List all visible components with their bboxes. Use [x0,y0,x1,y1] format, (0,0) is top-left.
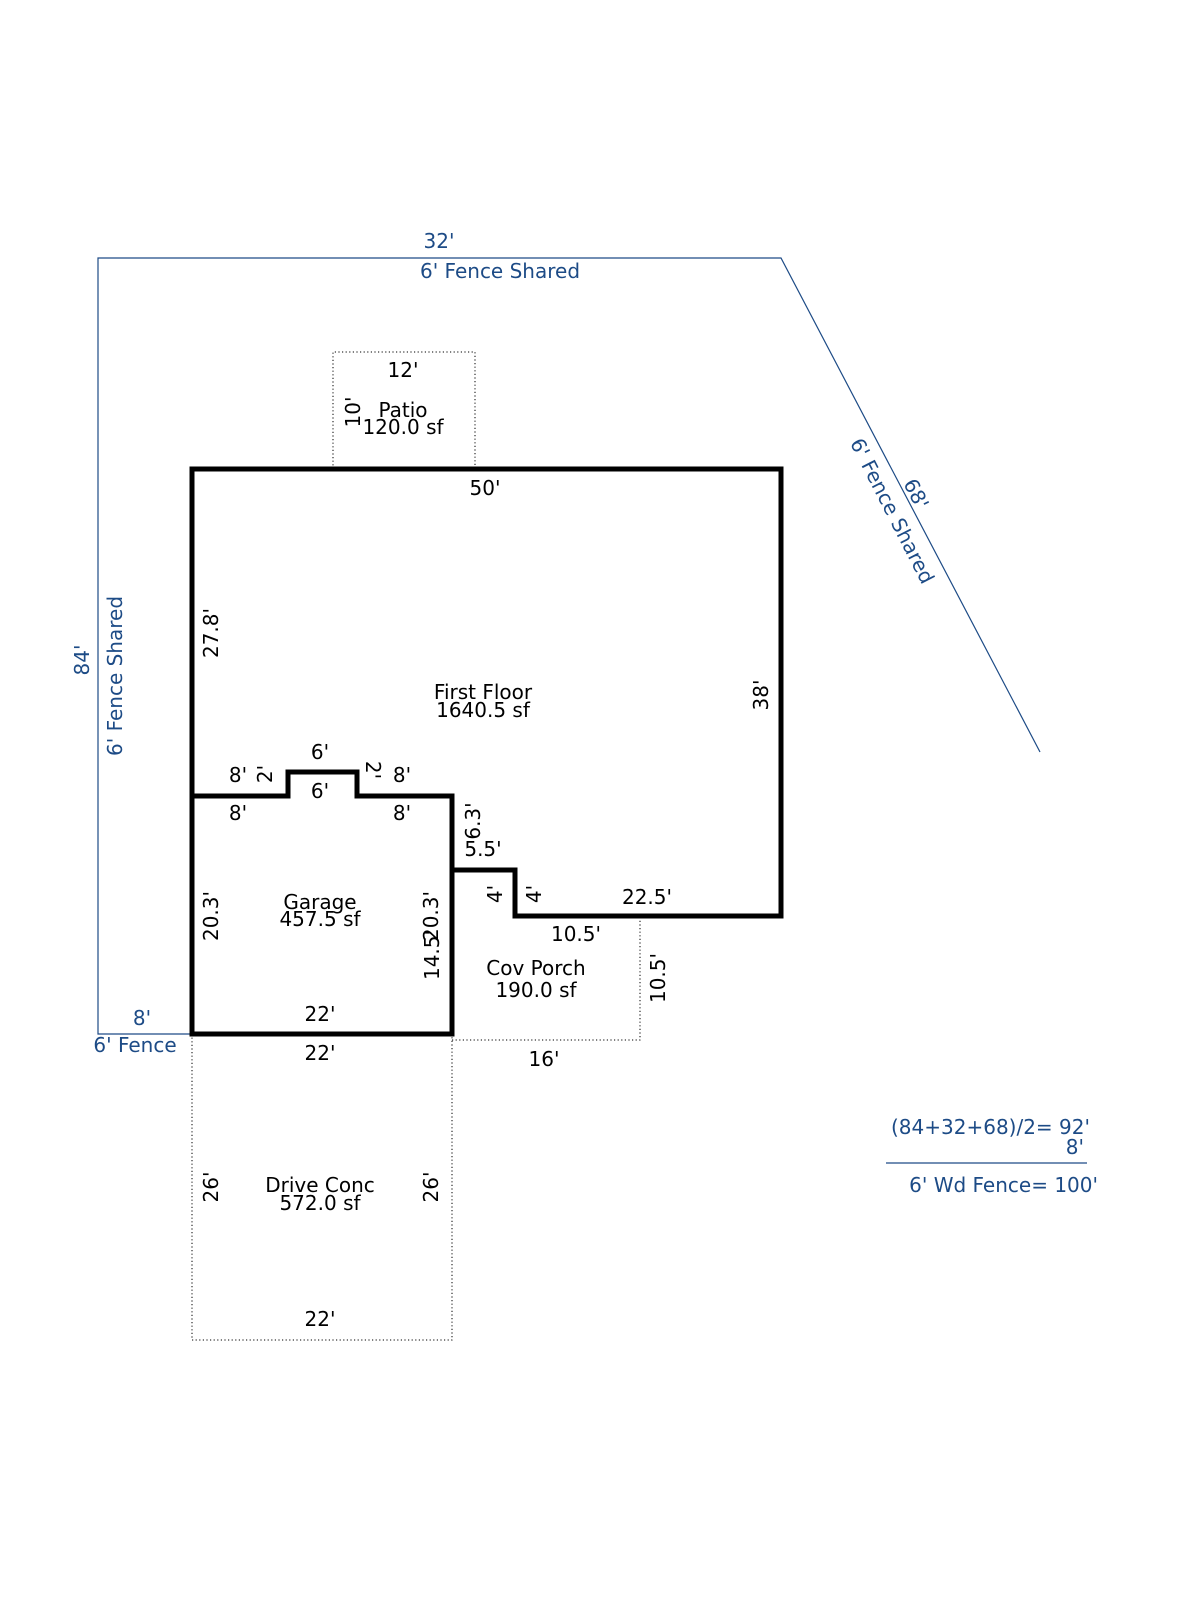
drive-area: 572.0 sf [279,1191,361,1215]
garage-wall [189,793,455,1037]
notch-right-rise: 2' [361,761,385,779]
drive-top: 22' [305,1041,336,1065]
first-floor-area: 1640.5 sf [436,698,531,722]
step-run: 5.5' [464,837,501,861]
patio-width: 12' [388,358,419,382]
patio-area: 120.0 sf [362,415,444,439]
step-rise-right: 4' [522,885,546,903]
garage-right: 20.3' [419,891,443,941]
porch-left: 14.5' [420,930,444,980]
porch-right: 10.5' [646,953,670,1003]
first-floor-top: 50' [470,476,501,500]
fence-diagonal-label: 6' Fence Shared [845,434,939,587]
porch-area: 190.0 sf [495,978,577,1002]
fence-bottom-label: 6' Fence [93,1033,176,1057]
garage-top-right: 8' [393,801,411,825]
porch-bottom: 16' [529,1047,560,1071]
calc-line-3: 6' Wd Fence= 100' [909,1173,1098,1197]
garage-top-mid: 6' [311,779,329,803]
patio-outline [332,351,476,469]
fence-top-length: 32' [424,229,455,253]
first-floor-right: 38' [749,680,773,711]
drive-name: Drive Conc [265,1173,375,1197]
notch-right-run: 8' [393,763,411,787]
fence-left-label: 6' Fence Shared [103,596,127,756]
first-floor-left: 27.8' [199,608,223,658]
garage-area: 457.5 sf [279,907,361,931]
garage-name: Garage [283,890,356,914]
porch-outline [452,916,641,1041]
drive-bottom: 22' [305,1307,336,1331]
notch-left-run: 8' [229,763,247,787]
first-floor-name: First Floor [434,680,533,704]
drive-outline [191,1034,453,1341]
fence-top-label: 6' Fence Shared [420,259,580,283]
porch-top: 10.5' [551,922,601,946]
patio-depth: 10' [341,397,365,428]
fence-left-length: 84' [70,645,94,676]
first-floor-bottom-right: 22.5' [622,885,672,909]
drive-left: 26' [199,1172,223,1203]
notch-left-rise: 2' [253,765,277,783]
notch-top: 6' [311,740,329,764]
porch-name: Cov Porch [486,956,585,980]
inner-vertical: 6.3' [461,802,485,839]
fence-line [97,257,1041,1035]
calc-line-2: 8' [1066,1135,1084,1159]
step-rise-left: 4' [483,885,507,903]
drive-right: 26' [419,1172,443,1203]
garage-top-left: 8' [229,801,247,825]
calc-line-1: (84+32+68)/2= 92' [891,1115,1090,1139]
fence-bottom-length: 8' [133,1006,151,1030]
garage-bottom: 22' [305,1002,336,1026]
garage-left: 20.3' [199,891,223,941]
patio-name: Patio [378,398,427,422]
